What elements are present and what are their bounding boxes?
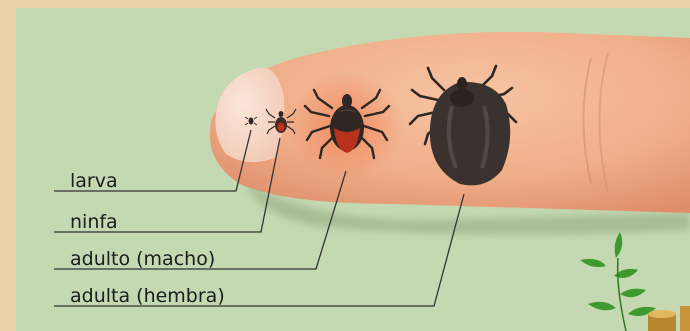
leaf-icon [580, 232, 656, 331]
label-larva: larva [70, 170, 118, 192]
illustration-panel: larva ninfa adulto (macho) adulta (hembr… [16, 8, 690, 331]
label-adulto-macho: adulto (macho) [70, 248, 215, 270]
label-ninfa: ninfa [70, 211, 118, 233]
tree-stump-icon [648, 306, 690, 331]
label-adulta-hembra: adulta (hembra) [70, 285, 225, 307]
fingernail [215, 68, 284, 163]
